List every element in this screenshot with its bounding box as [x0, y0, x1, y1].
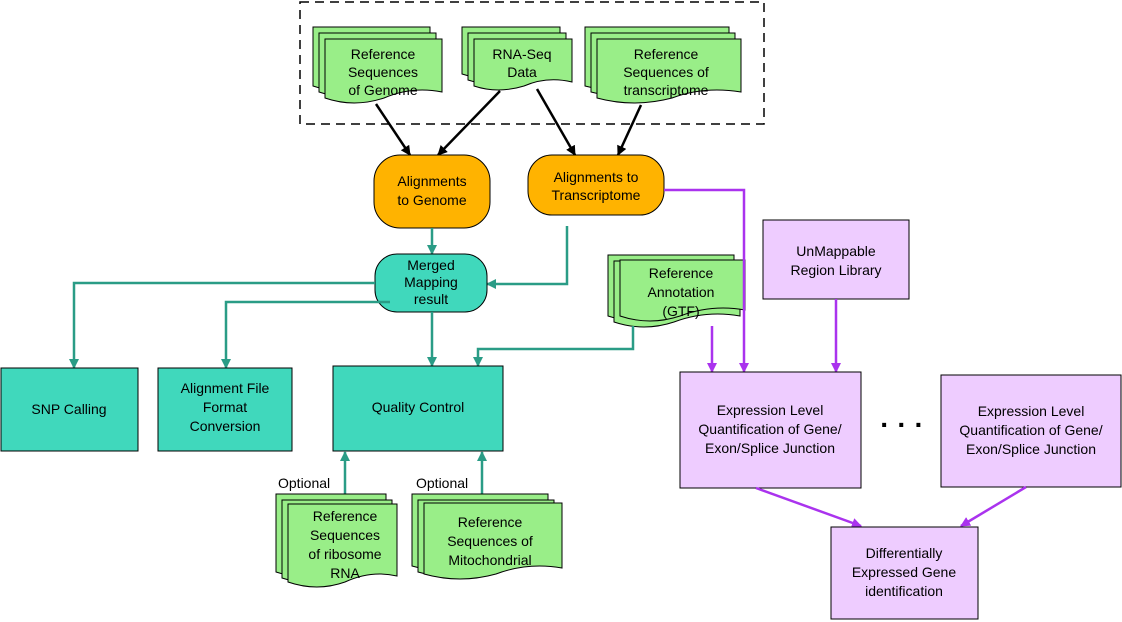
arrow-transcriptome-to-align-transcriptome [616, 104, 643, 156]
align-transcriptome-line-1: Alignments to [554, 169, 639, 185]
ribosome-line-3: of ribosome [308, 546, 381, 562]
format-line-1: Alignment File [181, 380, 270, 396]
mitochondrial-document: Reference Sequences of Mitochondrial [411, 493, 563, 580]
ref-transcriptome-document: Reference Sequences of transcriptome [584, 26, 742, 104]
rna-seq-document: RNA-Seq Data [461, 26, 573, 91]
arrow-merged-to-format [221, 300, 390, 369]
rna-seq-line-1: RNA-Seq [492, 46, 551, 62]
arrow-transcriptome-to-expression [664, 188, 749, 373]
alignments-to-transcriptome-node: Alignments to Transcriptome [527, 154, 665, 216]
mito-line-1: Reference [458, 514, 523, 530]
annotation-line-3: (GTF) [662, 303, 699, 319]
rna-seq-line-2: Data [507, 64, 537, 80]
alignments-to-genome-node: Alignments to Genome [373, 154, 491, 229]
quality-control-box: Quality Control [332, 365, 504, 452]
ref-genome-line-3: of Genome [348, 82, 417, 98]
differentially-expressed-gene-box: Differentially Expressed Gene identifica… [830, 526, 979, 620]
ribosome-line-1: Reference [313, 508, 378, 524]
quality-control-label: Quality Control [372, 399, 465, 415]
merged-mapping-result-node: Merged Mapping result [374, 253, 488, 313]
expression2-line-1: Expression Level [978, 403, 1085, 419]
expression-quantification-box-1: Expression Level Quantification of Gene/… [679, 371, 862, 489]
reference-annotation-document: Reference Annotation (GTF) [607, 254, 746, 328]
ref-transcriptome-line-2: Sequences of [623, 64, 709, 80]
align-genome-line-1: Alignments [397, 173, 466, 189]
merged-line-1: Merged [407, 257, 454, 273]
ribosome-line-4: RNA [330, 565, 360, 581]
arrow-merged-to-snp [69, 281, 375, 369]
ellipsis-dots: · · · [880, 409, 924, 440]
optional-label-mito: Optional [416, 475, 468, 491]
expression1-line-2: Quantification of Gene/ [698, 421, 841, 437]
annotation-line-2: Annotation [648, 284, 715, 300]
expression1-line-3: Exon/Splice Junction [705, 440, 835, 456]
arrow-genome-to-align-genome [374, 103, 412, 156]
unmappable-region-library-box: UnMappable Region Library [762, 219, 910, 300]
arrow-rnaseq-to-align-transcriptome [535, 88, 577, 156]
merged-line-3: result [414, 291, 448, 307]
expression2-line-2: Quantification of Gene/ [959, 422, 1102, 438]
ribosome-rna-document: Reference Sequences of ribosome RNA [275, 493, 398, 588]
unmappable-line-1: UnMappable [796, 243, 876, 259]
merged-line-2: Mapping [404, 274, 458, 290]
expression-quantification-box-2: Expression Level Quantification of Gene/… [940, 374, 1122, 488]
snp-calling-label: SNP Calling [31, 401, 106, 417]
ref-genome-line-2: Sequences [348, 64, 418, 80]
deg-line-3: identification [865, 583, 943, 599]
expression1-line-1: Expression Level [717, 402, 824, 418]
alignment-format-conversion-box: Alignment File Format Conversion [157, 367, 293, 452]
deg-line-1: Differentially [866, 545, 943, 561]
format-line-3: Conversion [190, 418, 261, 434]
unmappable-line-2: Region Library [790, 262, 881, 278]
mito-line-2: Sequences of [447, 533, 533, 549]
arrow-annotation-to-qc [473, 326, 635, 367]
align-transcriptome-line-2: Transcriptome [552, 187, 641, 203]
optional-label-ribosome: Optional [278, 475, 330, 491]
arrow-expression1-to-deg [755, 486, 862, 528]
ribosome-line-2: Sequences [310, 527, 380, 543]
ref-genome-document: Reference Sequences of Genome [312, 26, 443, 104]
align-genome-line-2: to Genome [397, 192, 466, 208]
expression2-line-3: Exon/Splice Junction [966, 441, 1096, 457]
format-line-2: Format [203, 399, 247, 415]
deg-line-2: Expressed Gene [852, 564, 956, 580]
input-group-frame [299, 1, 765, 125]
arrow-align-transcriptome-to-merged [486, 226, 569, 289]
ref-transcriptome-line-3: transcriptome [624, 82, 709, 98]
ref-transcriptome-line-1: Reference [634, 46, 699, 62]
snp-calling-box: SNP Calling [0, 367, 139, 452]
annotation-line-1: Reference [649, 265, 714, 281]
arrow-rnaseq-to-align-genome [437, 90, 501, 156]
mito-line-3: Mitochondrial [448, 552, 531, 568]
ref-genome-line-1: Reference [351, 46, 416, 62]
arrow-expression2-to-deg [960, 485, 1027, 528]
